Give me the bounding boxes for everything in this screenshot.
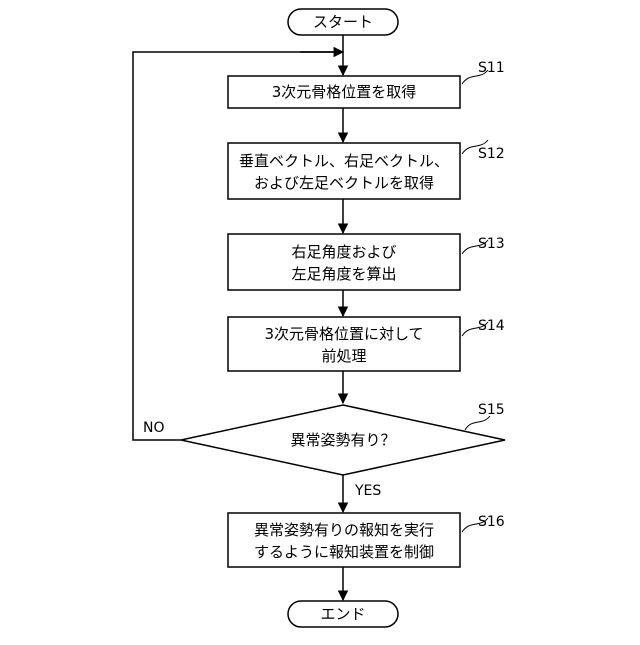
step-s12: 垂直ベクトル、右足ベクトル、 および左足ベクトルを取得	[228, 143, 460, 199]
start-terminal: スタート	[288, 9, 398, 35]
start-label: スタート	[313, 13, 373, 31]
decision-s15: 異常姿勢有り？	[181, 405, 505, 475]
step-s13-line2: 左足角度を算出	[291, 265, 396, 283]
step-id-s14: S14	[478, 318, 505, 334]
step-id-s13: S13	[478, 236, 505, 252]
callout-s15	[465, 416, 490, 430]
step-id-s12: S12	[478, 146, 505, 162]
step-id-s15: S15	[478, 402, 505, 418]
step-s13-line1: 右足角度および	[291, 243, 396, 261]
end-terminal: エンド	[288, 601, 398, 627]
step-s12-line1: 垂直ベクトル、右足ベクトル、	[239, 152, 449, 170]
step-s11: 3次元骨格位置を取得	[228, 76, 460, 108]
step-s12-line2: および左足ベクトルを取得	[254, 174, 434, 192]
decision-s15-text: 異常姿勢有り？	[290, 431, 395, 449]
step-s14: 3次元骨格位置に対して 前処理	[228, 317, 460, 371]
step-s13: 右足角度および 左足角度を算出	[228, 234, 460, 290]
step-s16: 異常姿勢有りの報知を実行 するように報知装置を制御	[228, 513, 460, 567]
step-id-s11: S11	[478, 60, 505, 76]
step-s14-line2: 前処理	[321, 347, 366, 365]
step-s11-text: 3次元骨格位置を取得	[272, 83, 417, 101]
step-id-s16: S16	[478, 514, 505, 530]
step-s14-line1: 3次元骨格位置に対して	[264, 325, 423, 343]
label-no: NO	[143, 420, 165, 436]
label-yes: YES	[354, 483, 381, 499]
step-s16-line2: するように報知装置を制御	[254, 543, 434, 561]
step-s16-line1: 異常姿勢有りの報知を実行	[254, 521, 434, 539]
end-label: エンド	[320, 605, 365, 623]
